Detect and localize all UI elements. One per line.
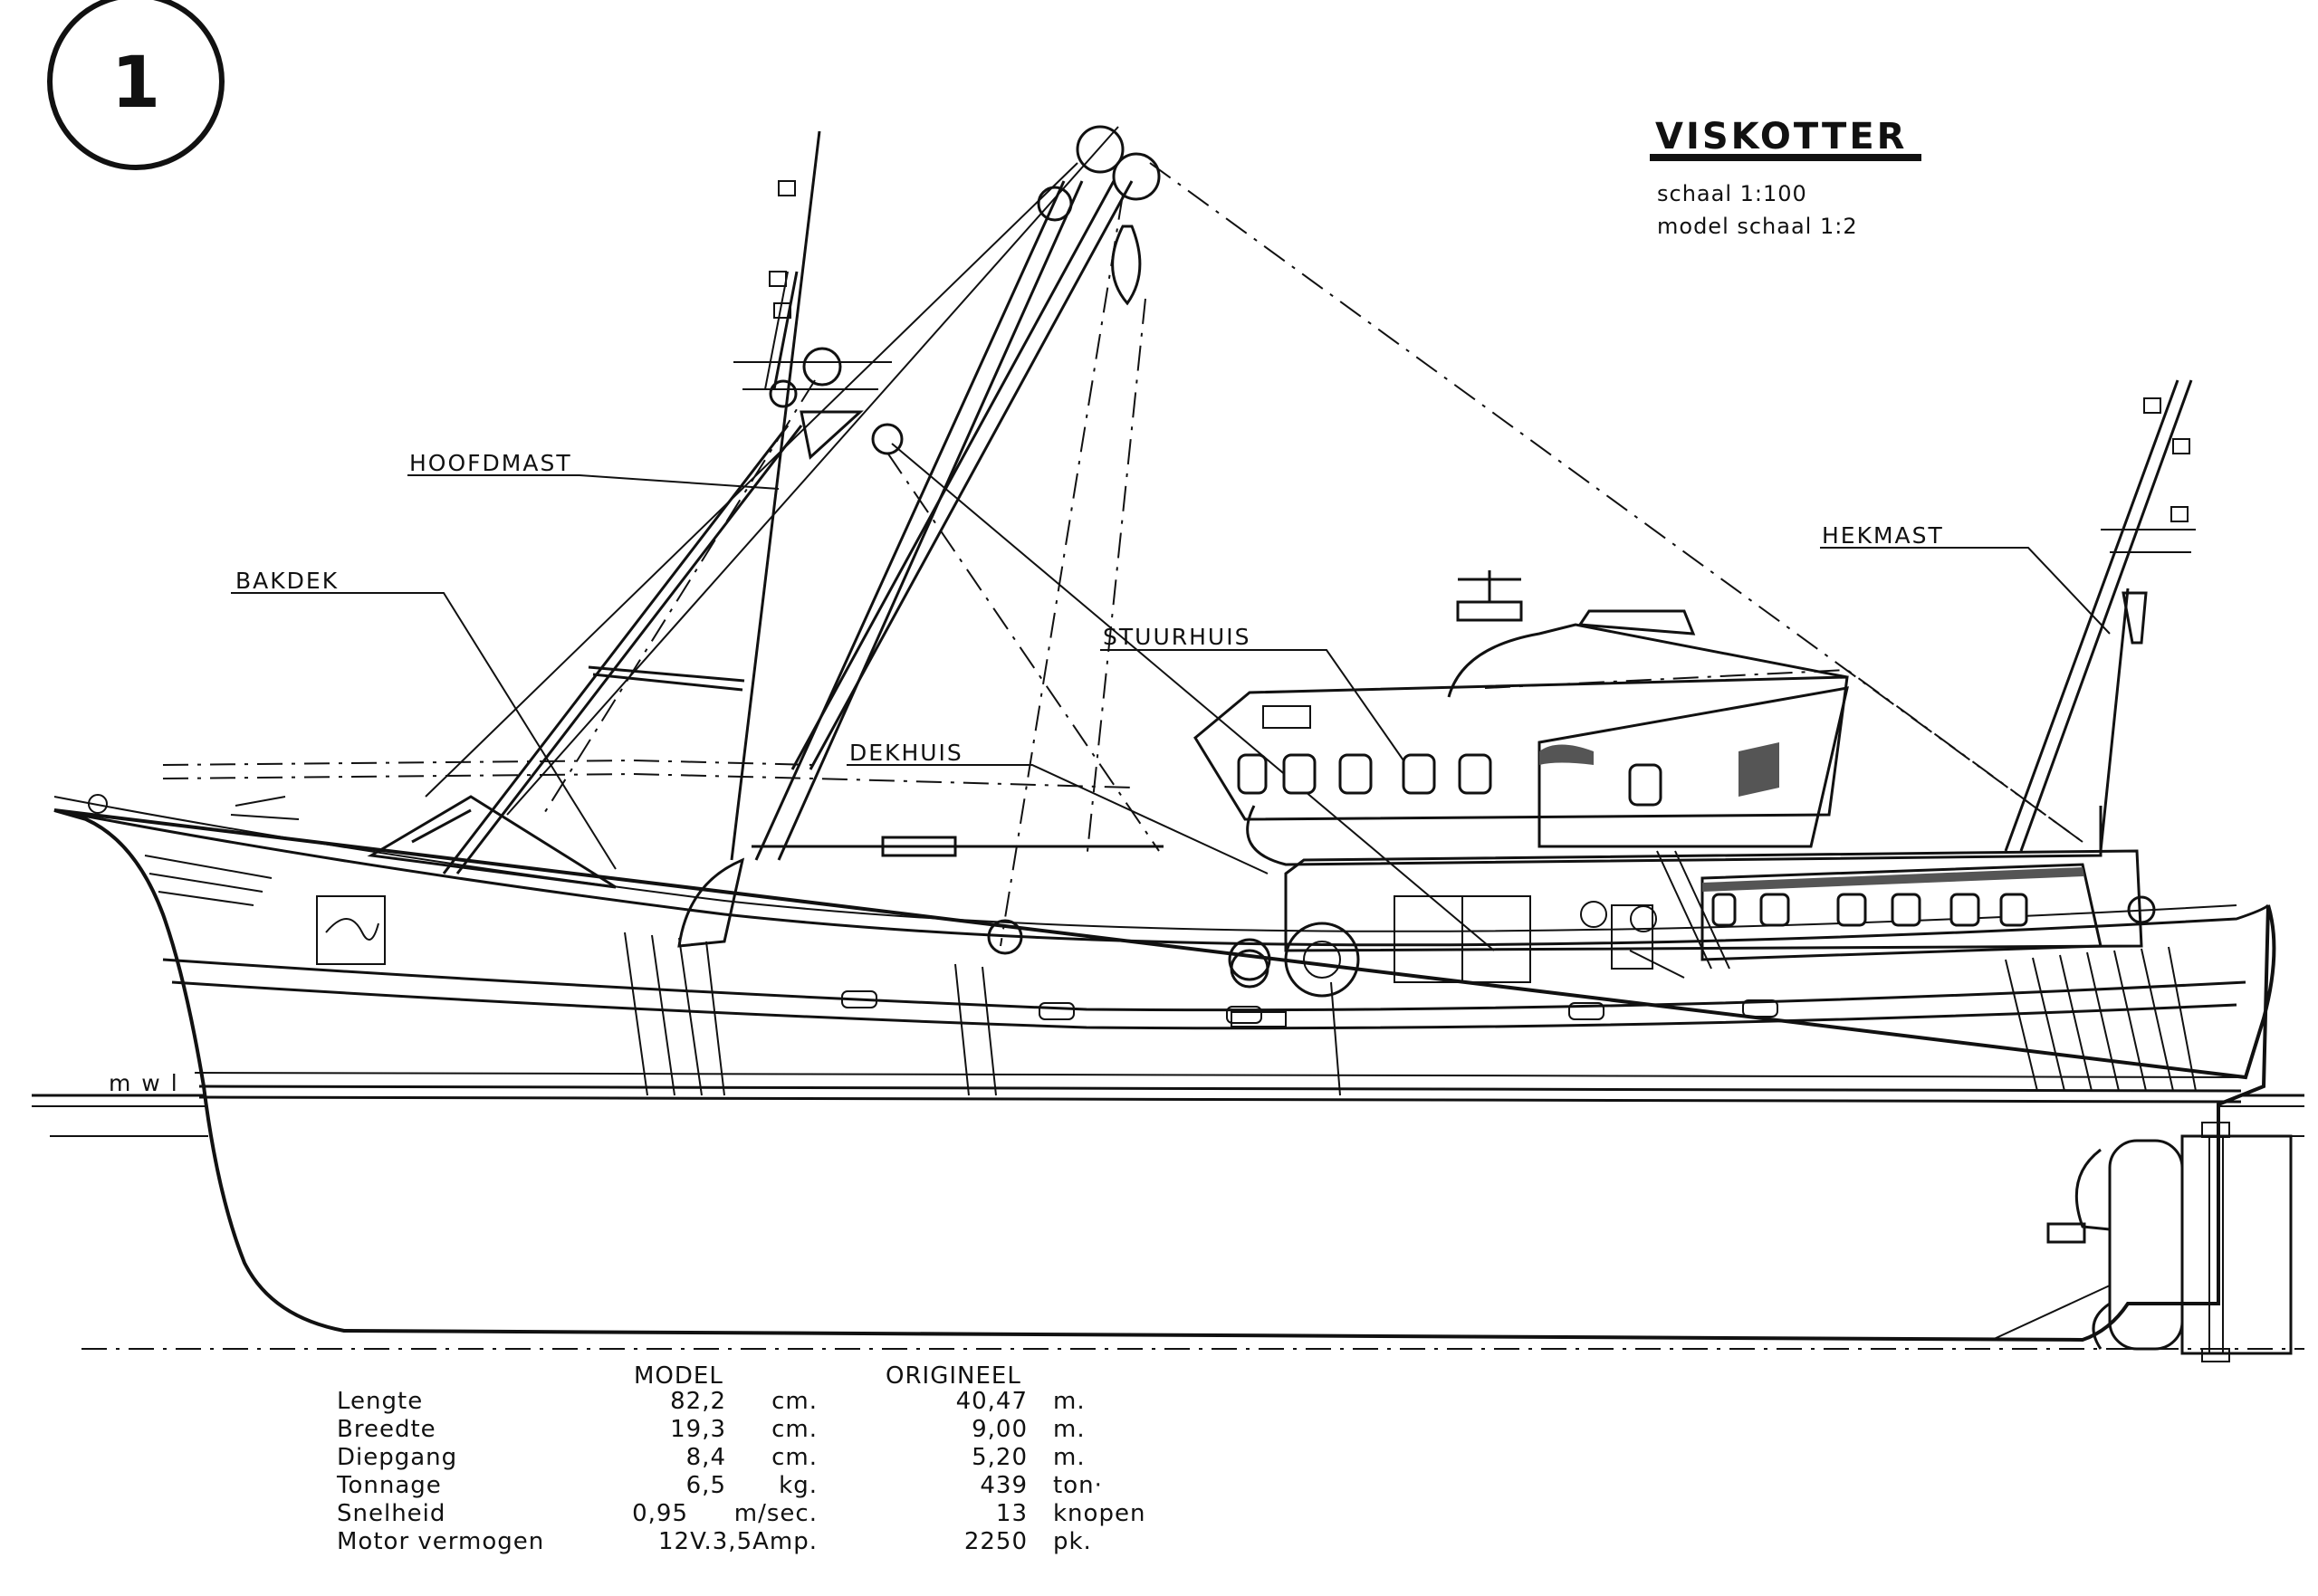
part-labels: HOOFDMAST BAKDEK STUURHUIS DEKHUIS HEKMA… [235, 450, 1944, 766]
spec-table: MODEL ORIGINEEL Lengte 82,2 cm. 40,47 m.… [336, 1362, 1145, 1555]
waterline-label: m w l [109, 1070, 179, 1096]
row-orig-unit: knopen [1053, 1500, 1145, 1527]
row-model-value: 82,2 [670, 1388, 726, 1415]
table-header-origineel: ORIGINEEL [886, 1362, 1021, 1390]
row-orig-unit: ton· [1053, 1472, 1103, 1499]
row-model-unit: kg. [779, 1472, 818, 1499]
row-name: Motor vermogen [337, 1528, 544, 1555]
table-row: Lengte 82,2 cm. 40,47 m. [337, 1388, 1086, 1415]
row-model-unit: cm. [771, 1444, 818, 1471]
drawing-title: VISKOTTER [1655, 116, 1907, 158]
row-orig-unit: m. [1053, 1444, 1086, 1471]
bow-emblem [316, 895, 386, 965]
scale-line-1: schaal 1:100 [1657, 181, 1807, 206]
row-orig-value: 13 [996, 1500, 1028, 1527]
leader-lines [231, 474, 2111, 874]
label-bakdek: BAKDEK [235, 568, 339, 594]
table-row: Breedte 19,3 cm. 9,00 m. [337, 1416, 1086, 1443]
label-stuurhuis: STUURHUIS [1103, 624, 1250, 650]
deck-rail [88, 759, 1133, 820]
row-orig-unit: m. [1053, 1416, 1086, 1443]
title-block: VISKOTTER schaal 1:100 model schaal 1:2 [1650, 116, 1921, 239]
row-orig-unit: pk. [1053, 1528, 1092, 1555]
row-orig-unit: m. [1053, 1388, 1086, 1415]
row-model-unit: cm. [771, 1416, 818, 1443]
row-name: Breedte [337, 1416, 436, 1443]
row-model-value: 8,4 [686, 1444, 726, 1471]
row-name: Lengte [337, 1388, 423, 1415]
table-header-model: MODEL [634, 1362, 723, 1390]
plate-number-badge: 1 [47, 0, 225, 170]
row-model-value: 19,3 [670, 1416, 726, 1443]
row-orig-value: 2250 [964, 1528, 1028, 1555]
row-orig-value: 439 [980, 1472, 1028, 1499]
row-name: Diepgang [337, 1444, 457, 1471]
plate-number: 1 [111, 43, 160, 124]
table-row: Snelheid 0,95 m/sec. 13 knopen [337, 1500, 1145, 1527]
table-row: Tonnage 6,5 kg. 439 ton· [336, 1472, 1103, 1499]
row-name: Snelheid [337, 1500, 445, 1527]
row-orig-value: 9,00 [972, 1416, 1028, 1443]
row-model-value: 0,95 [632, 1500, 688, 1527]
scale-line-2: model schaal 1:2 [1657, 214, 1858, 239]
label-dekhuis: DEKHUIS [849, 740, 963, 766]
table-row: Diepgang 8,4 cm. 5,20 m. [337, 1444, 1086, 1471]
superstructure [1193, 570, 2143, 998]
row-model-value: 12V.3,5Amp. [658, 1528, 818, 1555]
label-hekmast: HEKMAST [1822, 522, 1944, 549]
row-orig-value: 40,47 [956, 1388, 1028, 1415]
row-model-unit: cm. [771, 1388, 818, 1415]
rudder-and-propeller [1991, 1122, 2293, 1362]
row-model-value: 6,5 [686, 1472, 726, 1499]
table-row: Motor vermogen 12V.3,5Amp. 2250 pk. [337, 1528, 1092, 1555]
stern-mast [2004, 379, 2196, 924]
row-orig-value: 5,20 [972, 1444, 1028, 1471]
label-hoofdmast: HOOFDMAST [409, 450, 572, 476]
row-name: Tonnage [336, 1472, 442, 1499]
hull [53, 796, 2276, 1343]
main-mast [367, 125, 2083, 981]
row-model-unit: m/sec. [734, 1500, 818, 1527]
